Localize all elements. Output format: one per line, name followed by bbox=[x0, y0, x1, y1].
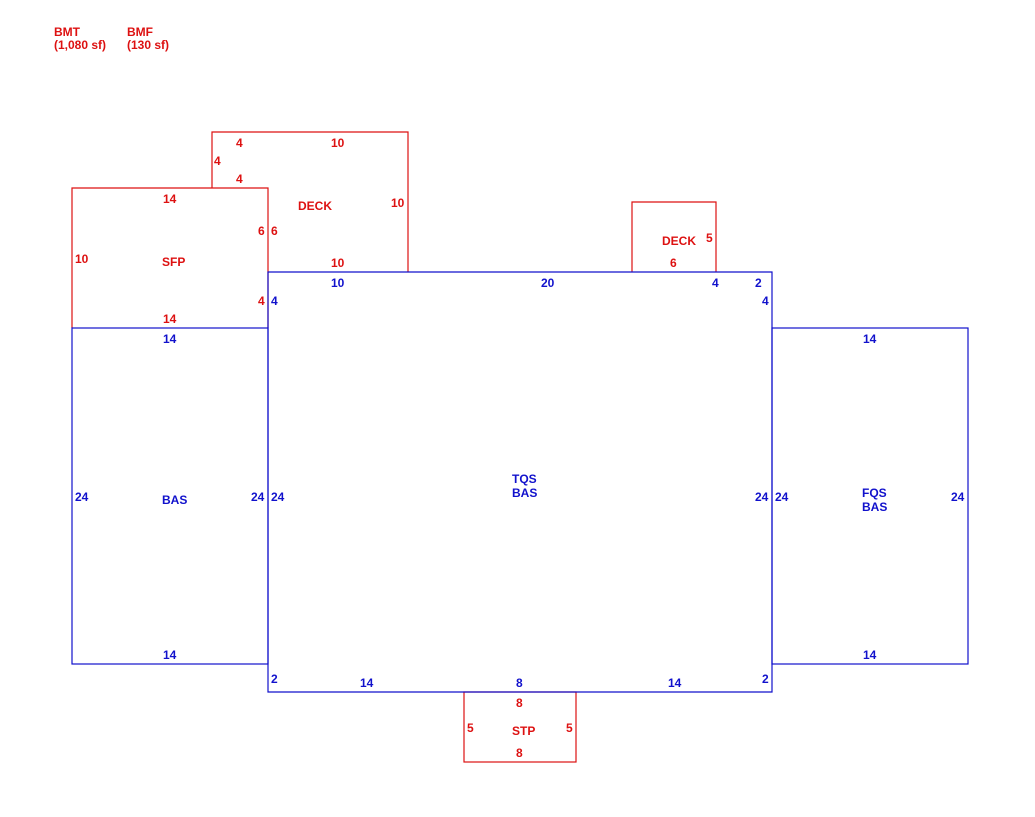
stp-dim-top: 8 bbox=[516, 696, 523, 710]
deck-top-dim-top-left-a: 4 bbox=[236, 136, 243, 150]
sfp-dim-bottom: 14 bbox=[163, 312, 177, 326]
deck-top-outline bbox=[211, 131, 409, 272]
stp-dim-right: 5 bbox=[566, 721, 573, 735]
deck-top-label: DECK bbox=[298, 199, 332, 213]
deck-top-dim-right: 10 bbox=[391, 196, 405, 210]
deck-right-dim-bottom: 6 bbox=[670, 256, 677, 270]
deck-top-dim-left: 6 bbox=[271, 224, 278, 238]
legend-bmt-code: BMT bbox=[54, 25, 81, 39]
tqs-label-line1: TQS bbox=[512, 472, 537, 486]
sfp-outline bbox=[71, 187, 269, 328]
fqs-dim-bottom: 14 bbox=[863, 648, 877, 662]
tqs-dim-top-mid: 20 bbox=[541, 276, 555, 290]
tqs-label-line2: BAS bbox=[512, 486, 537, 500]
tqs-dim-notch-right: 4 bbox=[762, 294, 769, 308]
stp-dim-bottom: 8 bbox=[516, 746, 523, 760]
legend-bmt-area: (1,080 sf) bbox=[54, 38, 106, 52]
deck-right-outline bbox=[631, 201, 717, 272]
tqs-dim-bottom-left-notch: 2 bbox=[271, 672, 278, 686]
deck-right-dim-right: 5 bbox=[706, 231, 713, 245]
legend-bmf-code: BMF bbox=[127, 25, 153, 39]
tqs-dim-bottom-right-notch: 2 bbox=[762, 672, 769, 686]
deck-top-dim-left-step: 4 bbox=[214, 154, 221, 168]
tqs-dim-left-top: 4 bbox=[271, 294, 278, 308]
sfp-dim-left: 10 bbox=[75, 252, 89, 266]
fqs-dim-top: 14 bbox=[863, 332, 877, 346]
tqs-dim-left: 24 bbox=[271, 490, 285, 504]
tqs-dim-bottom-left: 14 bbox=[360, 676, 374, 690]
fqs-dim-left: 24 bbox=[775, 490, 789, 504]
sfp-dim-top: 14 bbox=[163, 192, 177, 206]
fqs-label-line2: BAS bbox=[862, 500, 887, 514]
fqs-bas-outline bbox=[771, 327, 969, 665]
fqs-dim-right: 24 bbox=[951, 490, 965, 504]
tqs-dim-right: 24 bbox=[755, 490, 769, 504]
tqs-dim-bottom-mid: 8 bbox=[516, 676, 523, 690]
bas-left-dim-right: 24 bbox=[251, 490, 265, 504]
deck-top-dim-top: 10 bbox=[331, 136, 345, 150]
stp-label: STP bbox=[512, 724, 535, 738]
tqs-dim-bottom-right: 14 bbox=[668, 676, 682, 690]
legend-bmf-area: (130 sf) bbox=[127, 38, 169, 52]
fqs-label-line1: FQS bbox=[862, 486, 887, 500]
bas-left-dim-bottom: 14 bbox=[163, 648, 177, 662]
deck-top-dim-top-left-b: 4 bbox=[236, 172, 243, 186]
bas-left-label: BAS bbox=[162, 493, 187, 507]
sfp-label: SFP bbox=[162, 255, 185, 269]
tqs-dim-top-right: 4 bbox=[712, 276, 719, 290]
deck-right-label: DECK bbox=[662, 234, 696, 248]
bas-left-dim-top: 14 bbox=[163, 332, 177, 346]
tqs-dim-top-left: 10 bbox=[331, 276, 345, 290]
bas-left-dim-left: 24 bbox=[75, 490, 89, 504]
deck-top-dim-bottom: 10 bbox=[331, 256, 345, 270]
sfp-dim-right-a: 6 bbox=[258, 224, 265, 238]
stp-dim-left: 5 bbox=[467, 721, 474, 735]
sfp-dim-right-b: 4 bbox=[258, 294, 265, 308]
tqs-bas-outline bbox=[267, 271, 773, 693]
tqs-dim-notch-top: 2 bbox=[755, 276, 762, 290]
